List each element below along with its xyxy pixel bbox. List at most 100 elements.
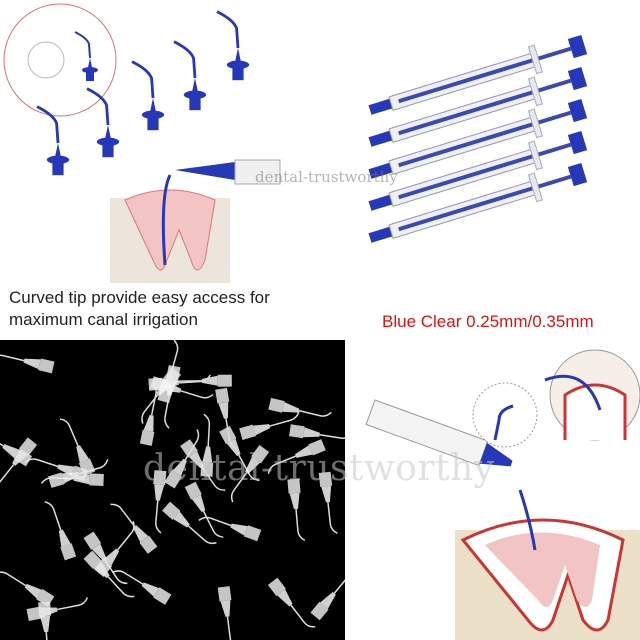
- syringe-tip: [368, 194, 393, 211]
- caption-line-1: Curved tip provide easy access for: [9, 288, 270, 307]
- clear-tip-icon: [162, 501, 217, 545]
- clear-tip-icon: [267, 577, 316, 628]
- blue-tips-illustration: [3, 3, 281, 283]
- clear-tip-base: [217, 586, 232, 602]
- clear-tip-needle: [184, 429, 200, 461]
- clear-tip-base: [219, 425, 237, 444]
- syringe-icon: [368, 34, 588, 115]
- clear-tip-base: [139, 429, 155, 446]
- clear-tip-needle: [111, 570, 144, 585]
- clear-tip-needle: [226, 616, 238, 640]
- curved-tip-icon-needle: [86, 87, 110, 126]
- clear-tip-base: [287, 478, 301, 494]
- magnifier-circle-icon: [472, 382, 538, 448]
- syringe-icon: [368, 130, 588, 211]
- clear-tip-base: [239, 424, 256, 440]
- clear-tip-base: [26, 606, 43, 621]
- syringe-flange: [527, 172, 544, 203]
- clear-tip-hub: [321, 485, 332, 503]
- clear-tip-base: [308, 439, 326, 456]
- curved-tip-icon-base: [102, 143, 114, 158]
- syringe-plunger: [398, 78, 572, 136]
- clear-tip-hub: [230, 523, 248, 536]
- clear-tip-needle: [170, 340, 179, 373]
- curved-tip-needle-in-canal: [161, 174, 172, 266]
- clear-tip-needle: [45, 631, 55, 640]
- clear-tip-base: [38, 358, 55, 374]
- clear-tip-hub: [245, 456, 261, 474]
- clear-tip-hub: [103, 548, 120, 566]
- clear-tip-needle: [110, 503, 136, 527]
- clear-tip-icon: [239, 411, 300, 440]
- clear-tip-base: [162, 367, 182, 386]
- clear-tip-icon: [164, 429, 200, 489]
- caption-line-2: maximum canal irrigation: [9, 310, 198, 329]
- syringe-plunger: [398, 142, 572, 200]
- clear-tip-hub: [289, 492, 300, 510]
- clear-tip-needle: [0, 354, 25, 362]
- curved-tip-icon-needle: [216, 10, 240, 49]
- plunger-thumb: [567, 66, 588, 91]
- clear-tip-hub: [91, 543, 107, 561]
- syringe-tip: [479, 442, 513, 467]
- clear-tip-icon: [44, 501, 77, 561]
- clear-tip-needle: [203, 413, 211, 447]
- clear-tip-hub: [24, 583, 42, 599]
- clear-tip-icon: [200, 413, 214, 477]
- clear-tip-hub: [58, 529, 71, 547]
- clear-tip-icon: [141, 367, 182, 424]
- clear-tip-hub: [201, 375, 218, 386]
- clear-tip-needle: [117, 521, 135, 551]
- clear-tip-base: [244, 525, 262, 542]
- clear-tip-base: [289, 424, 305, 439]
- curved-tip-icon-base: [147, 116, 159, 131]
- clear-tip-hub: [172, 458, 187, 477]
- clear-tip-hub: [252, 424, 271, 436]
- clear-tip-needle: [164, 395, 170, 429]
- clear-tip-icon: [230, 444, 270, 503]
- clear-tip-base: [217, 374, 232, 387]
- clear-tip-needle: [225, 418, 238, 450]
- curved-tip-icon-needle: [36, 105, 60, 144]
- clear-tip-needle: [267, 455, 297, 474]
- clear-tip-needle: [327, 502, 338, 535]
- clear-tip-needle: [141, 394, 159, 424]
- clear-tip-icon: [287, 478, 306, 542]
- clear-tip-hub: [294, 445, 313, 458]
- curved-tip-icon-base: [52, 161, 64, 176]
- clear-tip-base: [268, 397, 285, 413]
- clear-tip-hub: [218, 401, 229, 419]
- tip-hub: [175, 162, 235, 180]
- clear-tip-hub: [40, 615, 51, 633]
- plunger-thumb: [567, 34, 588, 59]
- clear-tip-icon: [0, 571, 55, 607]
- panel-blue-curved-tips: Curved tip provide easy access for maxim…: [0, 0, 340, 340]
- clear-tip-base: [38, 601, 52, 617]
- clear-tip-needle: [295, 508, 306, 542]
- clear-tip-hub: [2, 444, 20, 459]
- clear-tip-needle: [107, 576, 135, 598]
- panel-tooth-diagram: [345, 340, 640, 640]
- clear-tip-hub: [154, 484, 165, 501]
- syringe-plunger: [398, 174, 572, 232]
- clear-tip-hub: [132, 525, 149, 543]
- syringe-flange: [527, 76, 544, 107]
- clear-tip-needle: [44, 501, 62, 531]
- clear-tip-needle: [78, 459, 109, 475]
- clear-tip-hub: [282, 402, 300, 413]
- spec-label: Blue Clear 0.25mm/0.35mm: [382, 312, 594, 331]
- tooth-diagram-illustration: [365, 349, 640, 640]
- syringe-icon: [368, 98, 588, 179]
- watermark-large: dental-trustworthy: [143, 448, 495, 489]
- syringes-illustration: [368, 34, 588, 243]
- needle-in-canal: [518, 489, 537, 551]
- clear-tip-icon: [83, 531, 128, 585]
- clear-tip-icon: [268, 397, 332, 417]
- syringe-flange: [527, 44, 544, 75]
- clear-tip-icon: [59, 418, 96, 476]
- clear-tip-base: [13, 448, 33, 467]
- syringe-barrel: [234, 159, 281, 185]
- panel-clear-tips: [0, 340, 345, 640]
- clear-tip-hub: [156, 378, 172, 396]
- clear-tip-hub: [202, 446, 213, 463]
